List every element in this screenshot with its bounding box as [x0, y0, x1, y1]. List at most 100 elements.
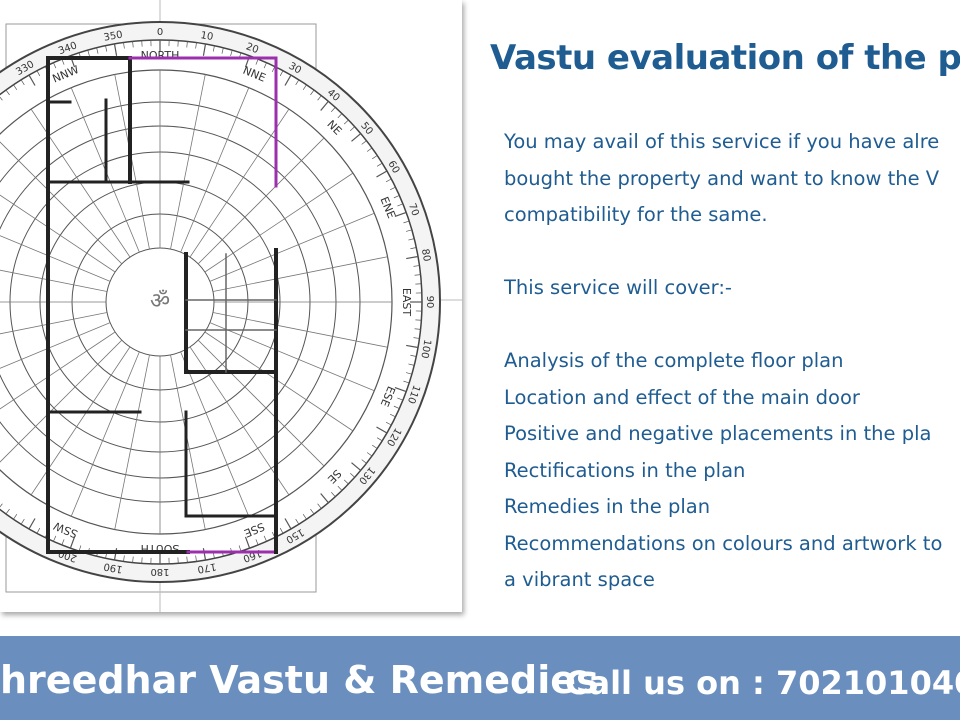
paragraph-line: compatibility for the same.	[504, 203, 768, 226]
compass-spoke	[0, 194, 116, 273]
degree-tick	[263, 535, 267, 542]
degree-tick	[36, 527, 41, 534]
degree-tick	[317, 95, 322, 101]
degree-tick	[410, 354, 417, 357]
degree-tick	[295, 79, 300, 86]
compass-degree-label: 0	[157, 27, 163, 38]
degree-tick	[113, 43, 118, 56]
degree-tick	[123, 555, 125, 562]
degree-tick	[28, 518, 36, 530]
compass-spokes	[0, 70, 392, 534]
cover-heading: This service will cover:-	[504, 276, 732, 299]
degree-tick	[406, 255, 419, 260]
degree-tick	[385, 178, 392, 183]
wall-north-east-accent	[128, 56, 278, 188]
degree-tick	[28, 74, 36, 86]
compass-spoke	[0, 312, 108, 335]
degree-tick	[361, 459, 367, 464]
degree-tick	[96, 47, 99, 54]
degree-tick	[13, 84, 18, 90]
compass-direction-label: EAST	[400, 288, 413, 316]
compass-spoke	[114, 354, 150, 530]
degree-tick	[202, 43, 207, 56]
degree-tick	[394, 386, 407, 393]
service-item: Positive and negative placements in the …	[504, 422, 932, 445]
compass-degree-label: 70	[406, 202, 421, 218]
degree-tick	[132, 556, 134, 563]
degree-tick	[366, 147, 373, 152]
degree-tick	[408, 363, 415, 366]
degree-tick	[263, 62, 267, 69]
degree-tick	[244, 536, 251, 549]
phone-number[interactable]: Call us on : 702101040	[565, 664, 960, 702]
degree-tick	[385, 421, 392, 426]
degree-tick	[0, 503, 3, 508]
compass-spoke	[114, 74, 150, 250]
degree-tick	[13, 514, 18, 520]
degree-tick	[295, 518, 300, 525]
compass-degree-label: 80	[419, 248, 432, 262]
degree-tick	[320, 493, 329, 504]
compass-degree-label: 350	[103, 30, 124, 44]
service-item: Location and effect of the main door	[504, 385, 860, 409]
footer-banner: hreedhar Vastu & Remedies Call us on : 7…	[0, 636, 960, 720]
wall-stair-room	[184, 252, 278, 374]
degree-tick	[410, 247, 417, 250]
degree-tick	[376, 162, 383, 167]
degree-tick	[413, 265, 420, 267]
paragraph-line: You may avail of this service if you hav…	[504, 130, 940, 153]
degree-tick	[302, 514, 307, 520]
degree-tick	[320, 100, 329, 111]
compass-degree-label: 20	[244, 41, 260, 56]
vastu-floor-plan-image: NNWNORTHNNENEENEEASTESESESSESOUTHSSWSWWS…	[0, 0, 462, 612]
compass-spoke	[0, 141, 123, 265]
degree-tick	[123, 42, 125, 49]
compass-degree-label: 170	[196, 560, 217, 574]
degree-tick	[212, 45, 215, 52]
degree-tick	[389, 186, 396, 191]
compass-spoke	[0, 322, 111, 369]
compass-spoke	[209, 212, 375, 282]
degree-tick	[186, 556, 188, 563]
degree-tick	[87, 50, 90, 57]
degree-tick	[372, 444, 378, 449]
degree-tick	[53, 62, 57, 69]
compass-spoke	[209, 322, 375, 392]
compass-spoke	[180, 87, 250, 253]
service-item: Rectifications in the plan	[504, 458, 746, 482]
degree-tick	[372, 155, 378, 160]
degree-tick	[376, 426, 388, 434]
degree-tick	[414, 328, 421, 330]
degree-tick	[393, 195, 400, 199]
compass-direction-label: NORTH	[141, 49, 180, 62]
om-symbol: ॐ	[150, 289, 170, 314]
degree-tick	[361, 140, 367, 145]
degree-tick	[230, 50, 233, 57]
compass-spoke	[197, 137, 325, 265]
degree-tick	[221, 47, 224, 54]
degree-tick	[302, 84, 307, 90]
degree-tick	[132, 41, 134, 48]
compass-spoke	[189, 108, 290, 258]
compass-spoke	[0, 331, 116, 410]
service-item: a vibrant space	[504, 568, 655, 591]
floor-plan-compass-drawing: NNWNORTHNNENEENEEASTESESESSESOUTHSSWSWWS…	[0, 0, 462, 612]
spacer	[504, 307, 960, 344]
degree-tick	[310, 508, 315, 515]
compass-spoke	[197, 339, 325, 467]
degree-tick	[238, 545, 242, 552]
degree-tick	[376, 170, 388, 178]
degree-tick	[36, 70, 41, 77]
degree-tick	[337, 485, 343, 491]
degree-tick	[331, 492, 336, 497]
degree-tick	[414, 274, 421, 276]
degree-tick	[317, 503, 322, 509]
degree-tick	[351, 462, 362, 471]
degree-tick	[337, 113, 343, 119]
degree-tick	[310, 89, 315, 96]
compass-spoke	[212, 256, 388, 292]
degree-tick	[393, 405, 400, 409]
compass-spoke	[0, 269, 108, 292]
degree-tick	[397, 397, 404, 401]
degree-tick	[403, 220, 410, 224]
